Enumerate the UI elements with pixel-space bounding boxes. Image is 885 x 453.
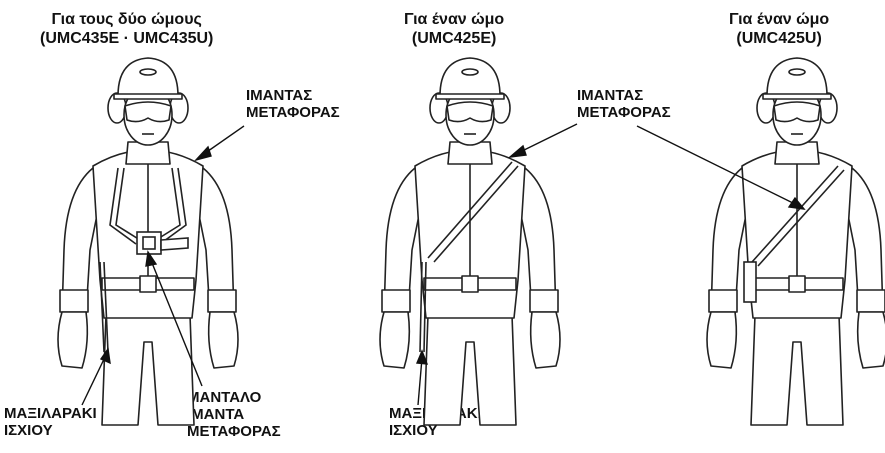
illustration: [0, 0, 885, 453]
